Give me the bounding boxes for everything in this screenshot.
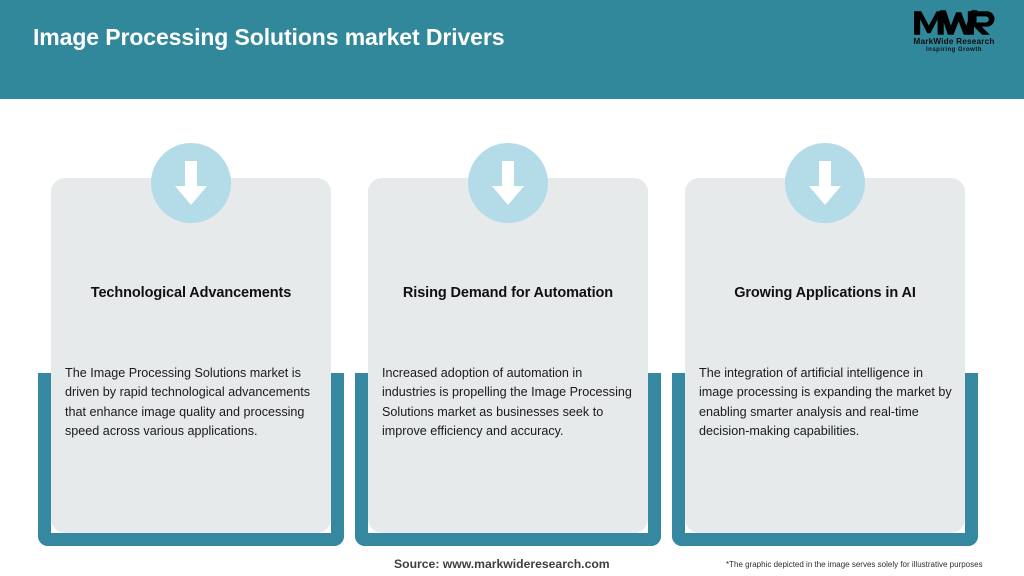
brand-logo: MarkWide Research Inspiring Growth <box>902 9 1006 57</box>
mwr-logo-icon <box>914 10 995 35</box>
card-panel: Growing Applications in AI The integrati… <box>685 143 965 533</box>
down-arrow-icon <box>785 143 865 223</box>
card-panel: Technological Advancements The Image Pro… <box>51 143 331 533</box>
source-label: Source: www.markwideresearch.com <box>394 557 610 571</box>
card-bracket-accent <box>355 373 661 546</box>
card-title: Rising Demand for Automation <box>402 285 614 301</box>
driver-card-3: Growing Applications in AI The integrati… <box>672 143 978 553</box>
card-panel: Rising Demand for Automation Increased a… <box>368 143 648 533</box>
driver-card-1: Technological Advancements The Image Pro… <box>38 143 344 553</box>
card-body-text: The integration of artificial intelligen… <box>699 366 952 438</box>
card-body-text: The Image Processing Solutions market is… <box>65 366 311 438</box>
card-bracket-accent <box>672 373 978 546</box>
logo-tagline: Inspiring Growth <box>926 47 982 53</box>
card-bracket-accent <box>38 373 344 546</box>
logo-company-name: MarkWide Research <box>913 37 995 46</box>
card-title: Growing Applications in AI <box>734 285 916 301</box>
down-arrow-icon <box>151 143 231 223</box>
disclaimer-note: *The graphic depicted in the image serve… <box>726 560 983 569</box>
header-bar: Image Processing Solutions market Driver… <box>0 0 1024 99</box>
card-body-text: Increased adoption of automation in indu… <box>382 366 632 438</box>
driver-card-2: Rising Demand for Automation Increased a… <box>355 143 661 553</box>
page-title: Image Processing Solutions market Driver… <box>33 24 505 50</box>
down-arrow-icon <box>468 143 548 223</box>
card-title: Technological Advancements <box>90 285 292 301</box>
